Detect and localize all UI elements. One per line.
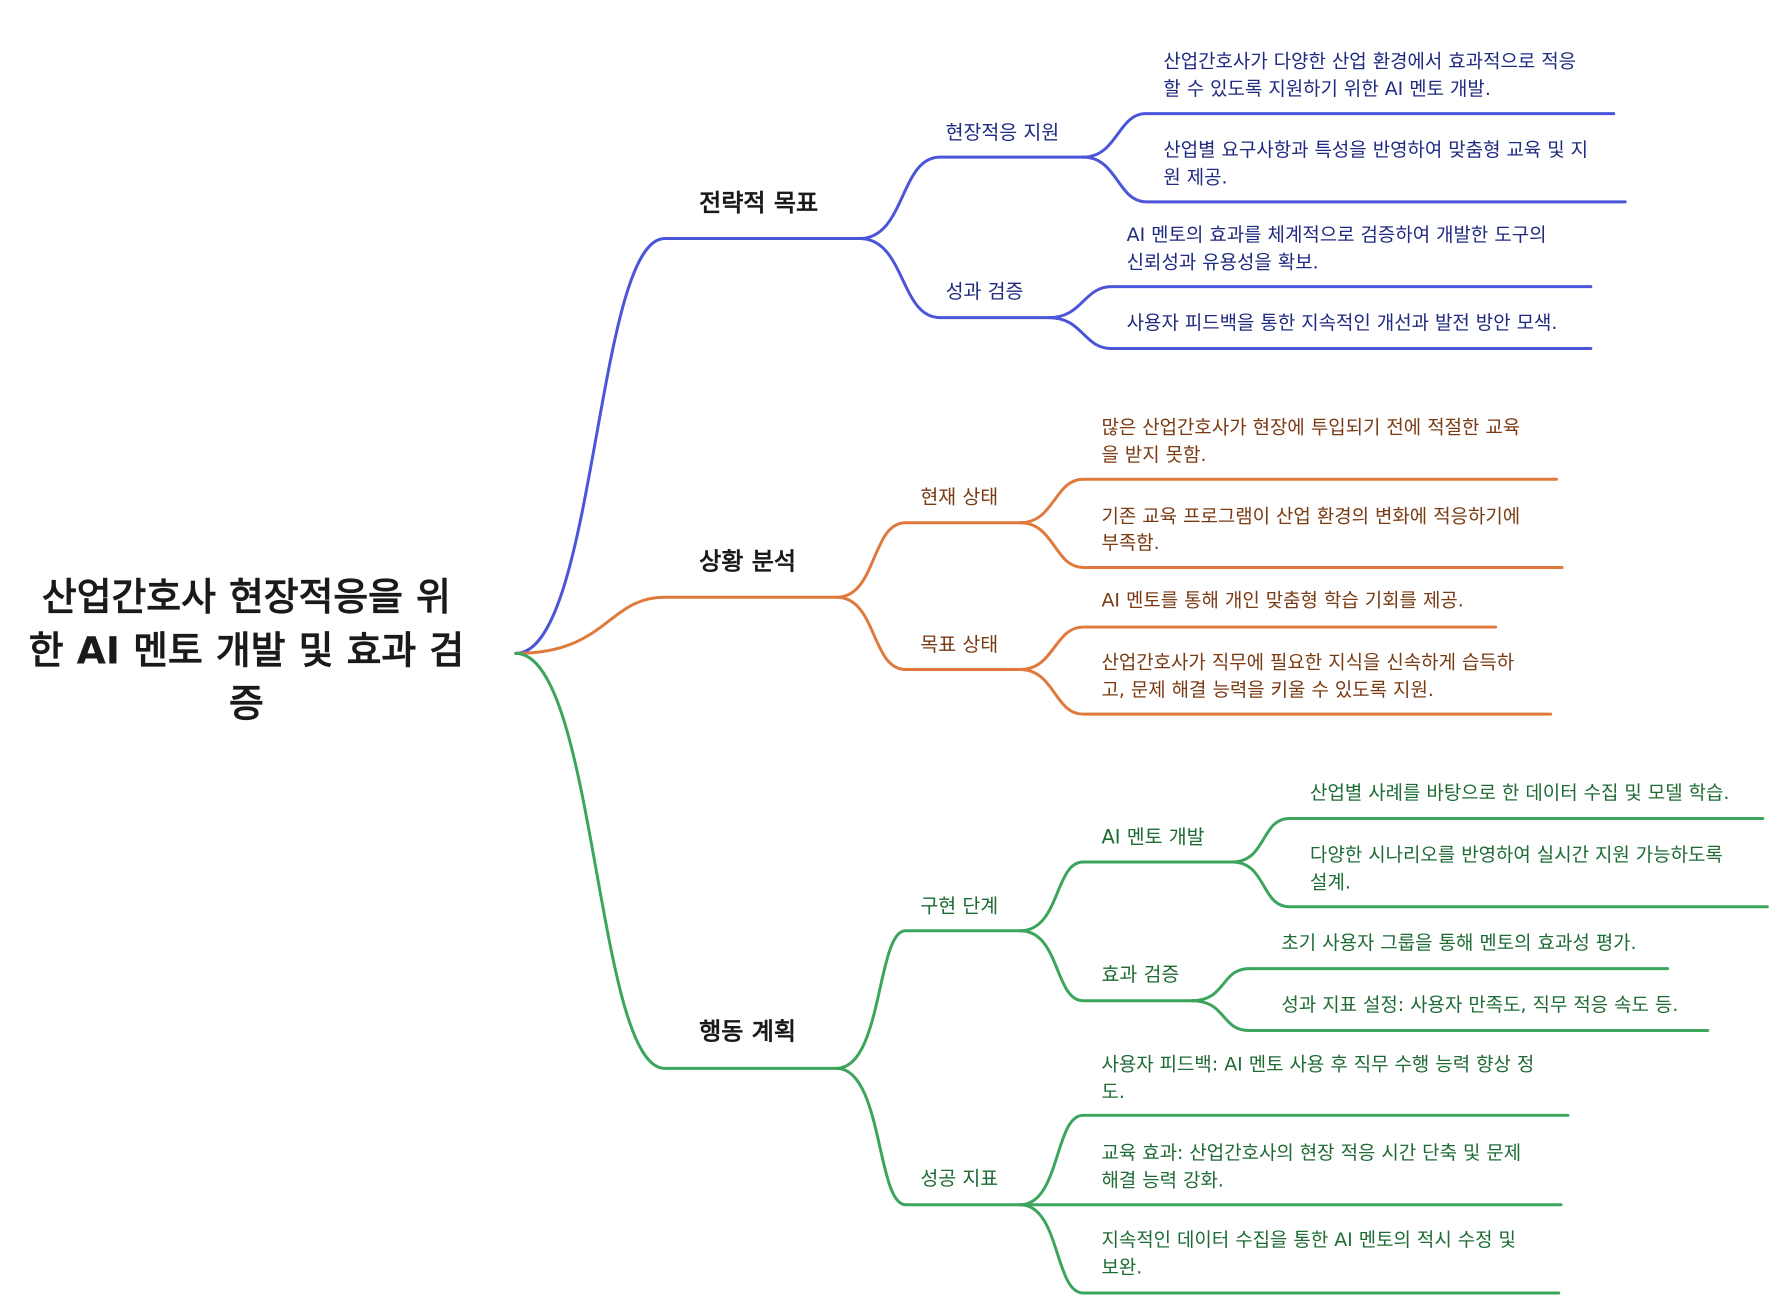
edge xyxy=(1047,285,1593,320)
edge xyxy=(514,651,839,1070)
branch-action-plan-edges xyxy=(514,651,1769,1295)
leaf[interactable]: AI 멘토를 통해 개인 맞춤형 학습 기회를 제공. xyxy=(1101,589,1463,611)
leaf[interactable]: 초기 사용자 그룹을 통해 멘토의 효과성 평가. xyxy=(1281,932,1636,954)
edge xyxy=(1018,667,1553,716)
leaf-line: 을 받지 못함. xyxy=(1101,444,1206,466)
leaf-line: 산업별 요구사항과 특성을 반영하여 맞춤형 교육 및 지 xyxy=(1163,139,1588,161)
topic-target-state[interactable]: 목표 상태 xyxy=(920,633,998,656)
edge xyxy=(835,929,1022,1070)
leaf-line: 도. xyxy=(1101,1081,1124,1103)
leaf-line: 보완. xyxy=(1101,1256,1142,1278)
leaf-line: 많은 산업간호사가 현장에 투입되기 전에 적절한 교육 xyxy=(1101,416,1520,438)
leaf-line: 신뢰성과 유용성을 확보. xyxy=(1127,251,1319,273)
root-line: 산업간호사 현장적응을 위 xyxy=(42,575,451,619)
edge xyxy=(1018,1113,1570,1207)
leaf[interactable]: 교육 효과: 산업간호사의 현장 적응 시간 단축 및 문제 해결 능력 강화. xyxy=(1101,1142,1521,1192)
root-line: 한 AI 멘토 개발 및 효과 검 xyxy=(29,629,464,673)
topic-success-metrics[interactable]: 성공 지표 xyxy=(920,1167,998,1190)
edge xyxy=(1018,521,1564,569)
edge xyxy=(1018,477,1558,525)
leaf-line: 초기 사용자 그룹을 통해 멘토의 효과성 평가. xyxy=(1281,932,1636,954)
edge xyxy=(1047,316,1593,351)
leaf-line: 원 제공. xyxy=(1163,166,1227,188)
edge xyxy=(858,155,1085,240)
leaf[interactable]: 다양한 시나리오를 반영하여 실시간 지원 가능하도록 설계. xyxy=(1310,844,1723,894)
leaf-line: 설계. xyxy=(1310,871,1351,893)
leaf-line: 성과 지표 설정: 사용자 만족도, 직무 적응 속도 등. xyxy=(1281,994,1678,1016)
topic-effect-verification[interactable]: 효과 검증 xyxy=(1101,963,1179,986)
leaf-line: 부족함. xyxy=(1101,532,1159,554)
edge xyxy=(1230,860,1769,909)
edge xyxy=(1190,999,1710,1032)
topic-performance-verification[interactable]: 성과 검증 xyxy=(946,280,1024,303)
leaf[interactable]: 산업별 요구사항과 특성을 반영하여 맞춤형 교육 및 지 원 제공. xyxy=(1163,139,1588,189)
leaf-line: 해결 능력 강화. xyxy=(1101,1169,1223,1191)
leaf[interactable]: 산업간호사가 다양한 산업 환경에서 효과적으로 적응 할 수 있도록 지원하기… xyxy=(1163,51,1576,101)
leaf-line: 산업별 사례를 바탕으로 한 데이터 수집 및 모델 학습. xyxy=(1310,782,1729,804)
leaf[interactable]: 기존 교육 프로그램이 산업 환경의 변화에 적응하기에 부족함. xyxy=(1101,506,1520,554)
branch-situation-edges xyxy=(514,477,1564,716)
edge xyxy=(1018,860,1234,933)
leaf-line: 할 수 있도록 지원하기 위한 AI 멘토 개발. xyxy=(1163,78,1491,100)
leaf[interactable]: 성과 지표 설정: 사용자 만족도, 직무 적응 속도 등. xyxy=(1281,994,1678,1016)
leaf-line: 사용자 피드백: AI 멘토 사용 후 직무 수행 능력 향상 정 xyxy=(1101,1054,1534,1076)
edge xyxy=(514,237,862,655)
edge xyxy=(858,237,1051,320)
edge xyxy=(1018,1203,1561,1295)
edge xyxy=(1018,625,1498,671)
leaf[interactable]: 사용자 피드백: AI 멘토 사용 후 직무 수행 능력 향상 정 도. xyxy=(1101,1054,1534,1104)
edge xyxy=(1190,967,1670,1003)
leaf-line: 산업간호사가 직무에 필요한 지식을 신속하게 습득하 xyxy=(1101,651,1514,673)
leaf-line: 다양한 시나리오를 반영하여 실시간 지원 가능하도록 xyxy=(1310,844,1723,866)
leaf[interactable]: 산업간호사가 직무에 필요한 지식을 신속하게 습득하 고, 문제 해결 능력을… xyxy=(1101,651,1514,701)
leaf-line: 고, 문제 해결 능력을 키울 수 있도록 지원. xyxy=(1101,679,1433,701)
topic-situation-analysis[interactable]: 상황 분석 xyxy=(699,548,796,576)
leaf-line: 기존 교육 프로그램이 산업 환경의 변화에 적응하기에 xyxy=(1101,506,1520,528)
leaf-line: AI 멘토의 효과를 체계적으로 검증하여 개발한 도구의 xyxy=(1127,224,1547,246)
topic-ai-mentor-development[interactable]: AI 멘토 개발 xyxy=(1101,826,1204,849)
leaf-line: 산업간호사가 다양한 산업 환경에서 효과적으로 적응 xyxy=(1163,51,1576,73)
topic-implementation-stage[interactable]: 구현 단계 xyxy=(920,894,998,917)
leaf-line: AI 멘토를 통해 개인 맞춤형 학습 기회를 제공. xyxy=(1101,589,1463,611)
edge xyxy=(835,595,1022,671)
leaf-line: 사용자 피드백을 통한 지속적인 개선과 발전 방안 모색. xyxy=(1127,312,1558,334)
topic-field-support[interactable]: 현장적응 지원 xyxy=(946,121,1060,144)
topic-strategic-goal[interactable]: 전략적 목표 xyxy=(699,189,818,217)
branch-strategic-goal-edges xyxy=(514,112,1627,655)
topic-action-plan[interactable]: 행동 계획 xyxy=(699,1018,796,1046)
edge xyxy=(835,1066,1022,1207)
edge xyxy=(1081,155,1627,204)
root-topic[interactable]: 산업간호사 현장적응을 위 한 AI 멘토 개발 및 효과 검 증 xyxy=(29,575,464,726)
edge xyxy=(1018,929,1194,1003)
leaf[interactable]: 산업별 사례를 바탕으로 한 데이터 수집 및 모델 학습. xyxy=(1310,782,1729,804)
edge xyxy=(1230,816,1765,864)
root-line: 증 xyxy=(229,681,264,725)
edge xyxy=(1081,112,1616,159)
leaf-line: 교육 효과: 산업간호사의 현장 적응 시간 단축 및 문제 xyxy=(1101,1142,1521,1164)
leaf[interactable]: 많은 산업간호사가 현장에 투입되기 전에 적절한 교육 을 받지 못함. xyxy=(1101,416,1520,466)
leaf[interactable]: AI 멘토의 효과를 체계적으로 검증하여 개발한 도구의 신뢰성과 유용성을 … xyxy=(1127,224,1547,274)
leaf[interactable]: 지속적인 데이터 수집을 통한 AI 멘토의 적시 수정 및 보완. xyxy=(1101,1229,1515,1279)
leaf[interactable]: 사용자 피드백을 통한 지속적인 개선과 발전 방안 모색. xyxy=(1127,312,1558,334)
edge xyxy=(514,595,839,655)
edge xyxy=(835,521,1022,599)
topic-current-state[interactable]: 현재 상태 xyxy=(920,485,998,508)
leaf-line: 지속적인 데이터 수집을 통한 AI 멘토의 적시 수정 및 xyxy=(1101,1229,1515,1251)
